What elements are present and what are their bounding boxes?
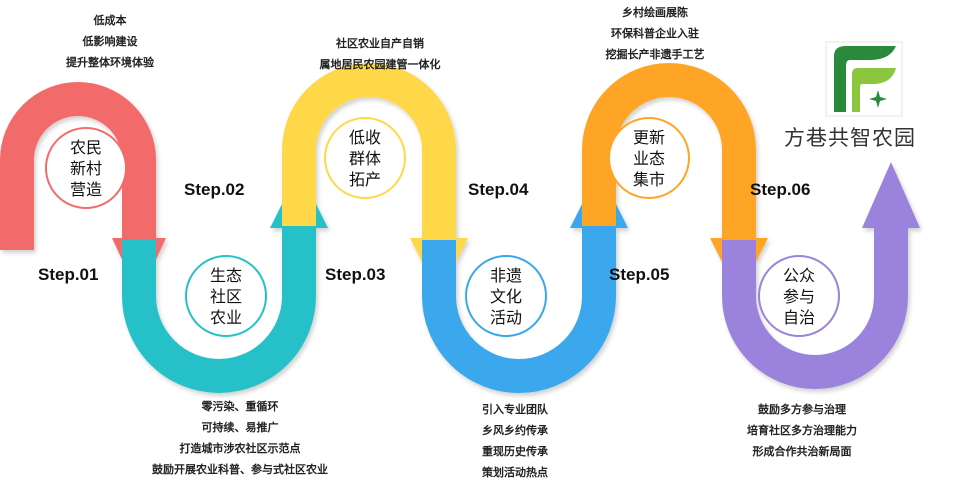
stage-title-line: 参与 [782, 286, 815, 306]
stage-title-line: 集市 [632, 169, 665, 189]
stage-circle-5: 更新 业态 集市 [608, 117, 690, 199]
stage-arc-2 [122, 226, 316, 393]
note-line: 鼓励多方参与治理 [758, 403, 846, 416]
stage-notes-4: 引入专业团队 乡风乡约传承 重现历史传承 策划活动热点 [440, 399, 590, 483]
stage-notes-2: 零污染、重循环 可持续、易推广 打造城市涉农社区示范点 鼓励开展农业科普、参与式… [100, 396, 380, 480]
note-line: 策划活动热点 [482, 466, 548, 479]
stage-circle-6: 公众 参与 自治 [758, 255, 840, 337]
stage-title-line: 新村 [69, 158, 102, 178]
stage-circle-3: 低收 群体 拓产 [324, 117, 406, 199]
note-line: 属地居民农园建管一体化 [319, 58, 441, 71]
note-line: 低影响建设 [82, 35, 138, 48]
stage-arc-1 [0, 82, 156, 250]
stage-title-line: 农民 [69, 137, 102, 157]
brand-name: 方巷共智农园 [784, 126, 916, 150]
stage-title-line: 业态 [632, 148, 665, 168]
step-label-3: Step.03 [325, 265, 386, 284]
stage-notes-6: 鼓励多方参与治理 培育社区多方治理能力 形成合作共治新局面 [712, 399, 892, 462]
note-line: 可持续、易推广 [201, 421, 279, 434]
step-label-5: Step.05 [609, 265, 670, 284]
stage-title-line: 自治 [782, 307, 815, 327]
stage-title-line: 农业 [209, 307, 242, 327]
note-line: 环保科普企业入驻 [611, 27, 699, 40]
step-label-4: Step.04 [468, 180, 529, 199]
stage-title-line: 非遗 [489, 265, 522, 285]
stage-title-line: 群体 [348, 148, 381, 168]
note-line: 乡村绘画展陈 [622, 6, 688, 19]
stage-title-line: 文化 [489, 286, 522, 306]
stage-notes-3: 社区农业自产自销 属地居民农园建管一体化 [290, 33, 470, 75]
stage-notes-5: 乡村绘画展陈 环保科普企业入驻 挖掘长产非遗手工艺 [565, 2, 745, 65]
stage-notes-1: 低成本 低影响建设 提升整体环境体验 [20, 10, 200, 73]
stage-title-line: 生态 [209, 265, 242, 285]
stage-arc-5 [582, 63, 756, 240]
stage-title-line: 低收 [348, 127, 381, 147]
note-line: 社区农业自产自销 [336, 37, 424, 50]
stage-arrow-6 [862, 162, 920, 228]
note-line: 低成本 [93, 14, 127, 27]
stage-title-line: 营造 [69, 179, 102, 199]
note-line: 打造城市涉农社区示范点 [179, 442, 301, 455]
stage-title-line: 社区 [209, 286, 242, 306]
note-line: 鼓励开展农业科普、参与式社区农业 [152, 463, 328, 476]
stage-title-line: 公众 [782, 265, 815, 285]
step-label-6: Step.06 [750, 180, 811, 199]
note-line: 重现历史传承 [482, 445, 548, 458]
step-label-2: Step.02 [184, 180, 245, 199]
brand-logo-icon [825, 41, 903, 117]
stage-title-line: 拓产 [348, 169, 381, 189]
stage-arc-6 [722, 226, 908, 389]
stage-arc-4 [422, 226, 616, 393]
stage-circle-2: 生态 社区 农业 [185, 255, 267, 337]
stage-circle-1: 农民 新村 营造 [45, 127, 127, 209]
note-line: 引入专业团队 [482, 403, 548, 416]
note-line: 挖掘长产非遗手工艺 [605, 48, 705, 61]
stage-circle-4: 非遗 文化 活动 [465, 255, 547, 337]
note-line: 培育社区多方治理能力 [747, 424, 857, 437]
step-label-1: Step.01 [38, 265, 99, 284]
note-line: 零污染、重循环 [201, 400, 279, 413]
stage-title-line: 更新 [632, 127, 665, 147]
stage-arc-3 [282, 63, 456, 240]
stage-title-line: 活动 [489, 307, 522, 327]
note-line: 形成合作共治新局面 [752, 445, 852, 458]
note-line: 提升整体环境体验 [66, 56, 154, 69]
note-line: 乡风乡约传承 [482, 424, 548, 437]
